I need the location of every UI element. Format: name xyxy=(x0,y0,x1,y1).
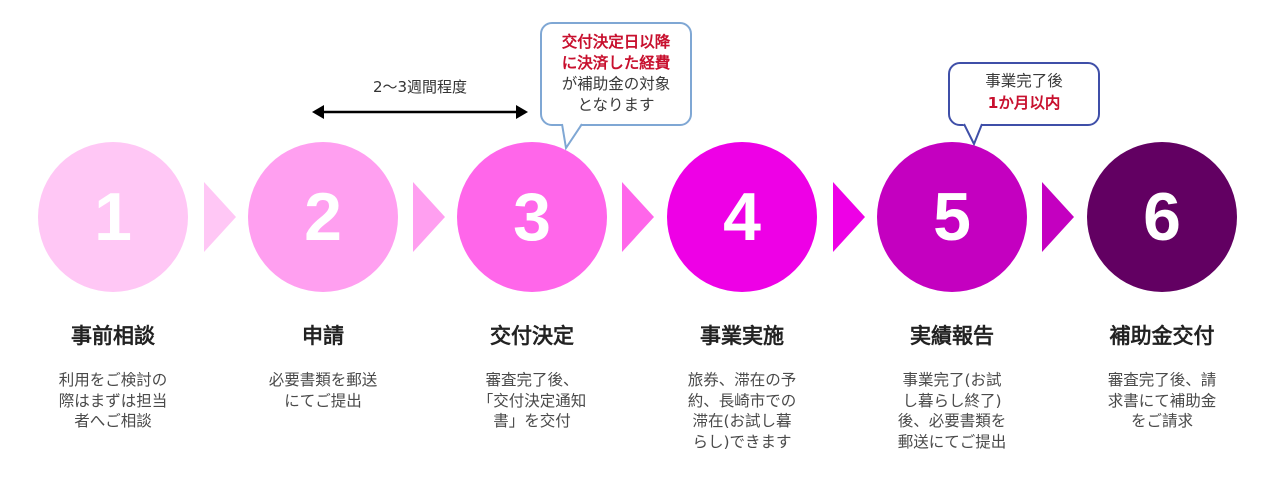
step-4-desc-line: 旅券、滞在の予 xyxy=(687,371,797,389)
step-1-title: 事前相談 xyxy=(71,324,155,348)
duration-label: 2～3週間程度 xyxy=(372,78,468,96)
step-arrow-1-2 xyxy=(204,182,236,252)
expense-callout-tail xyxy=(561,122,583,151)
step-4-title: 事業実施 xyxy=(700,324,784,348)
step-1-desc-line: 際はまずは担当 xyxy=(58,391,168,410)
step-3-desc-line: 書」を交付 xyxy=(493,412,571,430)
step-4-desc-line: らし)できます xyxy=(692,432,792,451)
step-3-desc-line: 審査完了後、 xyxy=(485,371,579,389)
step-arrow-3-4 xyxy=(622,182,654,252)
step-4-desc: 旅券、滞在の予 約、長崎市での 滞在(お試し暮 らし)できます xyxy=(652,370,832,452)
step-5-desc-line: し暮らし終了) xyxy=(902,391,1002,410)
report-callout: 事業完了後 1か月以内 xyxy=(948,62,1100,126)
step-3-desc: 審査完了後、 「交付決定通知 書」を交付 xyxy=(442,370,622,432)
step-2-title: 申請 xyxy=(302,324,344,348)
step-4-circle: 4 xyxy=(667,142,817,292)
step-3-title: 交付決定 xyxy=(490,324,574,348)
step-2-desc-line: 必要書類を郵送 xyxy=(268,371,378,389)
step-5-circle: 5 xyxy=(877,142,1027,292)
step-2-number: 2 xyxy=(304,179,342,255)
step-6-number: 6 xyxy=(1143,179,1181,255)
step-arrow-4-5 xyxy=(833,182,865,252)
step-5-desc-line: 後、必要書類を xyxy=(897,412,1007,430)
step-1-desc: 利用をご検討の 際はまずは担当 者へご相談 xyxy=(23,370,203,432)
step-arrow-5-6 xyxy=(1042,182,1074,252)
step-6-desc-line: 求書にて補助金 xyxy=(1107,391,1217,410)
step-5-desc: 事業完了(お試 し暮らし終了) 後、必要書類を 郵送にてご提出 xyxy=(862,370,1042,452)
step-6-desc-line: をご請求 xyxy=(1130,412,1193,430)
step-2-circle: 2 xyxy=(248,142,398,292)
step-1-desc-line: 利用をご検討の xyxy=(58,371,168,389)
expense-callout-highlight-2: に決済した経費 xyxy=(561,54,671,72)
step-3-desc-line: 「交付決定通知 xyxy=(477,391,587,410)
report-callout-text: 事業完了後 xyxy=(985,72,1063,90)
step-5-desc-line: 郵送にてご提出 xyxy=(897,432,1007,451)
duration-arrow xyxy=(312,105,528,119)
step-5-title: 実績報告 xyxy=(910,324,994,348)
step-6-desc: 審査完了後、請 求書にて補助金 をご請求 xyxy=(1072,370,1252,432)
step-1-desc-line: 者へご相談 xyxy=(74,412,152,430)
expense-callout: 交付決定日以降 に決済した経費 が補助金の対象 となります xyxy=(540,22,692,126)
step-6-title: 補助金交付 xyxy=(1109,324,1215,348)
report-callout-tail xyxy=(962,122,983,147)
step-1-circle: 1 xyxy=(38,142,188,292)
step-2-desc: 必要書類を郵送 にてご提出 xyxy=(233,370,413,411)
step-5-desc-line: 事業完了(お試 xyxy=(902,371,1002,389)
step-2-desc-line: にてご提出 xyxy=(284,391,362,410)
step-4-desc-line: 約、長崎市での xyxy=(687,391,797,410)
report-callout-highlight: 1か月以内 xyxy=(987,94,1061,112)
step-arrow-2-3 xyxy=(413,182,445,252)
step-5-number: 5 xyxy=(933,179,971,255)
step-4-desc-line: 滞在(お試し暮 xyxy=(692,412,792,430)
expense-callout-highlight-1: 交付決定日以降 xyxy=(561,33,671,51)
step-6-circle: 6 xyxy=(1087,142,1237,292)
step-3-number: 3 xyxy=(513,179,551,255)
expense-callout-text-1: が補助金の対象 xyxy=(561,75,671,93)
step-4-number: 4 xyxy=(723,179,761,255)
step-1-number: 1 xyxy=(94,179,132,255)
step-6-desc-line: 審査完了後、請 xyxy=(1107,371,1217,389)
step-3-circle: 3 xyxy=(457,142,607,292)
expense-callout-text-2: となります xyxy=(577,96,655,114)
